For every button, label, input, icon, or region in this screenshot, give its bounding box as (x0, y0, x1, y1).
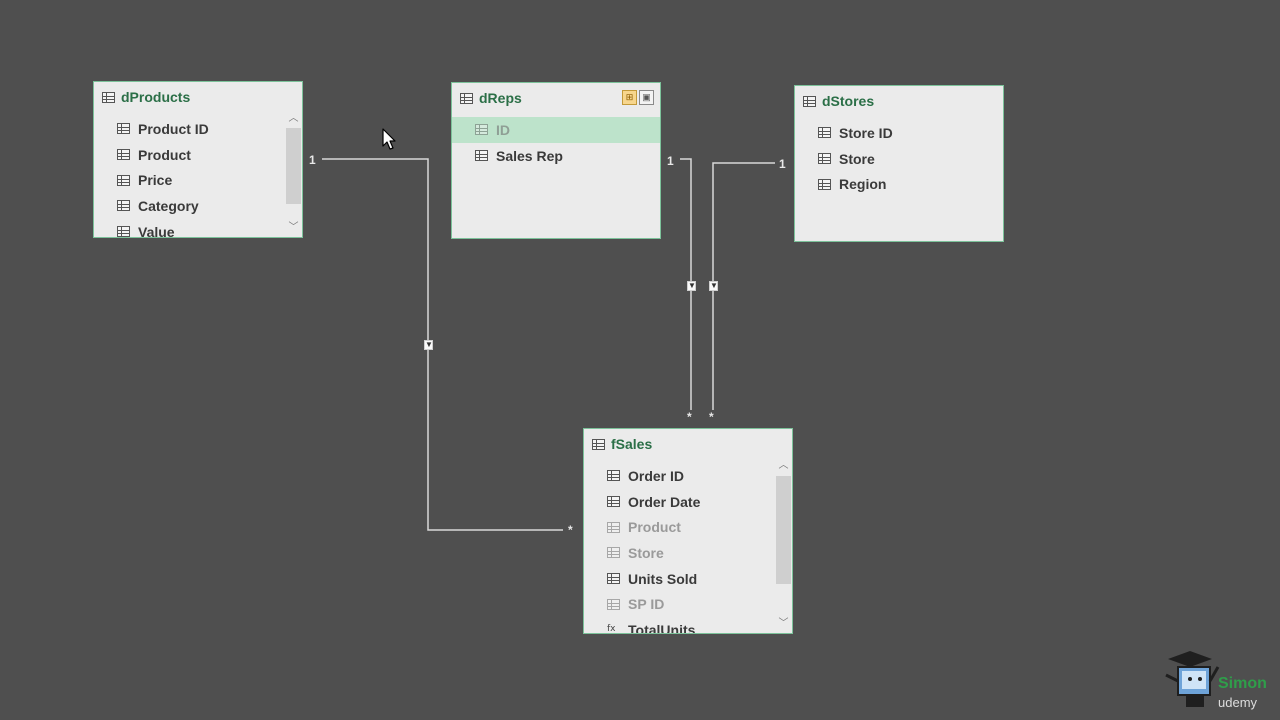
vertical-scrollbar[interactable]: ︿ ﹀ (285, 112, 302, 235)
field-label: Store (839, 150, 875, 167)
cardinality-many-label: * (709, 410, 714, 424)
field-label: Product (138, 146, 191, 163)
field-row[interactable]: Product (584, 514, 775, 540)
field-list: Order ID Order Date Product Store Units … (584, 463, 775, 633)
field-row[interactable]: Product ID (94, 116, 285, 142)
column-icon (607, 547, 620, 559)
cardinality-many-label: * (568, 523, 573, 537)
field-row[interactable]: Units Sold (584, 566, 775, 592)
watermark-brand: Simon (1218, 675, 1267, 692)
table-title: dProducts (121, 89, 191, 105)
field-label: Product ID (138, 120, 209, 137)
field-row[interactable]: Store (795, 146, 1003, 172)
table-icon (803, 95, 816, 107)
filter-arrow-icon: ▼ (687, 281, 696, 291)
field-label: Store (628, 544, 664, 561)
field-label: Sales Rep (496, 147, 563, 164)
column-icon (475, 150, 488, 162)
chevron-down-icon[interactable]: ﹀ (778, 618, 789, 629)
table-title: dStores (822, 93, 875, 109)
field-row[interactable]: SP ID (584, 591, 775, 617)
field-label: Category (138, 197, 199, 214)
relationship-reps-sales (680, 158, 692, 410)
field-label: Store ID (839, 124, 893, 141)
field-list: Store ID Store Region (795, 120, 1003, 241)
create-hierarchy-icon[interactable]: ⊞ (622, 90, 637, 105)
column-icon (607, 470, 620, 482)
field-label: Price (138, 172, 173, 189)
cardinality-one-label: 1 (309, 153, 316, 167)
mouse-pointer-icon (382, 128, 396, 150)
table-card-dreps[interactable]: dReps ⊞ ▣ ID Sales Rep (451, 82, 661, 239)
filter-arrow-icon: ▼ (424, 340, 433, 350)
field-row[interactable]: Price (94, 167, 285, 193)
column-icon (475, 124, 488, 136)
field-label: Product (628, 519, 681, 536)
calculated-field-icon: fx (607, 624, 616, 633)
table-header-buttons: ⊞ ▣ (622, 90, 654, 105)
column-icon (117, 226, 130, 237)
field-row[interactable]: Store (584, 540, 775, 566)
column-icon (818, 178, 831, 190)
table-header[interactable]: dProducts (94, 82, 302, 112)
column-icon (117, 174, 130, 186)
table-header[interactable]: dReps ⊞ ▣ (452, 83, 660, 113)
scroll-thumb[interactable] (286, 128, 301, 204)
field-row[interactable]: Region (795, 171, 1003, 197)
column-icon (607, 598, 620, 610)
table-icon (102, 91, 115, 103)
maximize-icon[interactable]: ▣ (639, 90, 654, 105)
chevron-down-icon[interactable]: ﹀ (288, 222, 299, 233)
table-title: fSales (611, 436, 653, 452)
field-row[interactable]: Sales Rep (452, 143, 660, 169)
column-icon (607, 573, 620, 585)
table-icon (592, 438, 605, 450)
watermark-platform: udemy (1218, 695, 1258, 710)
column-icon (117, 123, 130, 135)
field-row[interactable]: Store ID (795, 120, 1003, 146)
chevron-up-icon[interactable]: ︿ (778, 460, 789, 471)
field-row[interactable]: ID (452, 117, 660, 143)
field-row[interactable]: fx TotalUnits (584, 617, 775, 633)
scroll-thumb[interactable] (776, 476, 791, 584)
field-row[interactable]: Product (94, 142, 285, 168)
field-list: Product ID Product Price Category Value (94, 116, 285, 237)
field-label: Value (138, 223, 175, 237)
column-icon (607, 496, 620, 508)
table-card-dstores[interactable]: dStores Store ID Store Region (794, 85, 1004, 242)
column-icon (117, 149, 130, 161)
field-label: Region (839, 176, 887, 193)
field-row[interactable]: Order ID (584, 463, 775, 489)
mascot-logo (1165, 651, 1220, 707)
table-icon (460, 92, 473, 104)
field-label: ID (496, 121, 510, 138)
column-icon (818, 153, 831, 165)
table-title: dReps (479, 90, 522, 106)
field-row[interactable]: Value (94, 219, 285, 237)
column-icon (117, 200, 130, 212)
chevron-up-icon[interactable]: ︿ (288, 113, 299, 124)
field-row[interactable]: Order Date (584, 489, 775, 515)
field-label: SP ID (628, 596, 665, 613)
cardinality-one-label: 1 (667, 154, 674, 168)
filter-arrow-icon: ▼ (709, 281, 718, 291)
column-icon (818, 127, 831, 139)
field-list: ID Sales Rep (452, 117, 660, 238)
table-header[interactable]: fSales (584, 429, 792, 459)
relationship-stores-sales (712, 162, 775, 410)
cardinality-one-label: 1 (779, 157, 786, 171)
field-label: Units Sold (628, 570, 698, 587)
field-row[interactable]: Category (94, 193, 285, 219)
field-label: Order ID (628, 467, 685, 484)
cardinality-many-label: * (687, 410, 692, 424)
table-card-dproducts[interactable]: dProducts Product ID Product Price Categ… (93, 81, 303, 238)
field-label: TotalUnits (628, 621, 696, 633)
vertical-scrollbar[interactable]: ︿ ﹀ (775, 459, 792, 631)
column-icon (607, 521, 620, 533)
table-card-fsales[interactable]: fSales Order ID Order Date Product Store… (583, 428, 793, 634)
field-label: Order Date (628, 493, 701, 510)
brand-watermark: Simon udemy (1160, 645, 1275, 720)
table-header[interactable]: dStores (795, 86, 1003, 116)
